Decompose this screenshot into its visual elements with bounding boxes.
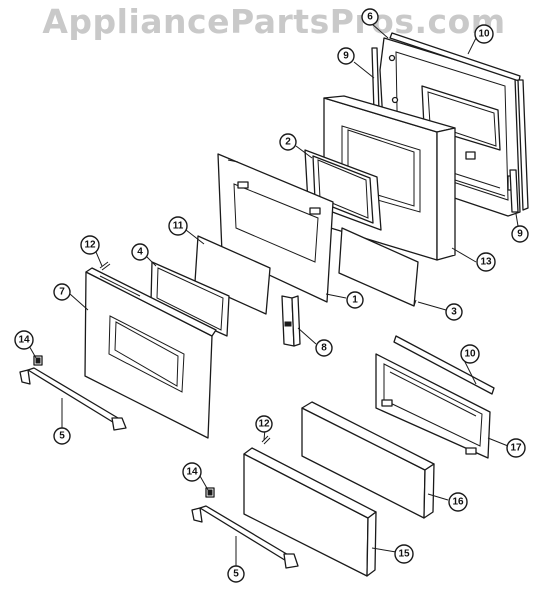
part-12-lower-screw bbox=[261, 435, 271, 445]
callout-5-lower-label: 5 bbox=[233, 569, 239, 580]
callout-4: 4 bbox=[131, 243, 149, 261]
callout-9-top: 9 bbox=[337, 47, 355, 65]
part-3-glass-panel bbox=[338, 227, 419, 307]
callout-16: 16 bbox=[448, 492, 468, 512]
callout-14-lower-label: 14 bbox=[186, 467, 198, 478]
callout-4-label: 4 bbox=[137, 247, 143, 258]
callout-6: 6 bbox=[361, 8, 379, 26]
callout-14-lower: 14 bbox=[182, 462, 202, 482]
callout-15: 15 bbox=[394, 544, 414, 564]
callout-10-top-label: 10 bbox=[478, 29, 490, 40]
callout-14-upper: 14 bbox=[14, 330, 34, 350]
callout-13-label: 13 bbox=[480, 257, 492, 268]
callout-9-right: 9 bbox=[511, 225, 529, 243]
part-15-drawer-outer bbox=[243, 447, 377, 577]
part-7-outer-door bbox=[84, 267, 217, 439]
part-16-drawer-inner bbox=[301, 401, 435, 519]
part-8-hinge bbox=[281, 295, 301, 347]
callout-6-label: 6 bbox=[367, 12, 373, 23]
leader-lines bbox=[27, 23, 519, 566]
callout-1-label: 1 bbox=[352, 295, 358, 306]
part-12-screw bbox=[99, 261, 111, 271]
callout-17-label: 17 bbox=[510, 443, 522, 454]
callout-10-lower-label: 10 bbox=[464, 349, 476, 360]
callout-17: 17 bbox=[506, 438, 526, 458]
callout-5-lower: 5 bbox=[227, 565, 245, 583]
part-14-clip-lower bbox=[205, 487, 215, 498]
watermark-text: AppliancePartsPros.com bbox=[42, 2, 506, 41]
callout-5-upper-label: 5 bbox=[59, 431, 65, 442]
callout-12-lower: 12 bbox=[255, 415, 273, 433]
callout-11-label: 11 bbox=[173, 221, 184, 232]
callout-13: 13 bbox=[476, 252, 496, 272]
callout-7: 7 bbox=[53, 283, 71, 301]
callout-3-label: 3 bbox=[451, 307, 457, 318]
callout-2-label: 2 bbox=[285, 137, 291, 148]
callout-10-top: 10 bbox=[474, 24, 494, 44]
callout-7-label: 7 bbox=[59, 287, 65, 298]
part-2-window-frame bbox=[304, 149, 382, 231]
callout-11: 11 bbox=[168, 216, 188, 236]
part-10-lower-gasket bbox=[393, 335, 495, 395]
callout-10-lower: 10 bbox=[460, 344, 480, 364]
callout-12-upper: 12 bbox=[80, 235, 100, 255]
callout-5-upper: 5 bbox=[53, 427, 71, 445]
callout-1: 1 bbox=[346, 291, 364, 309]
callout-9-right-label: 9 bbox=[517, 229, 523, 240]
callout-14-upper-label: 14 bbox=[18, 335, 30, 346]
callout-3: 3 bbox=[445, 303, 463, 321]
part-5-handle-upper bbox=[19, 367, 127, 431]
callout-12-lower-label: 12 bbox=[258, 419, 270, 430]
part-4-gasket bbox=[150, 261, 230, 337]
callout-15-label: 15 bbox=[398, 549, 410, 560]
callout-8-label: 8 bbox=[321, 343, 327, 354]
callout-12-upper-label: 12 bbox=[84, 240, 96, 251]
part-1-inner-panel bbox=[217, 153, 334, 303]
callout-9-top-label: 9 bbox=[343, 51, 349, 62]
callout-2: 2 bbox=[279, 133, 297, 151]
part-17-drawer-frame bbox=[375, 353, 491, 459]
callout-8: 8 bbox=[315, 339, 333, 357]
callout-16-label: 16 bbox=[452, 497, 464, 508]
part-5-handle-lower bbox=[191, 505, 299, 569]
part-14-clip-upper bbox=[33, 355, 43, 366]
part-11-glass bbox=[194, 235, 271, 315]
part-10-top-gasket bbox=[389, 32, 529, 211]
